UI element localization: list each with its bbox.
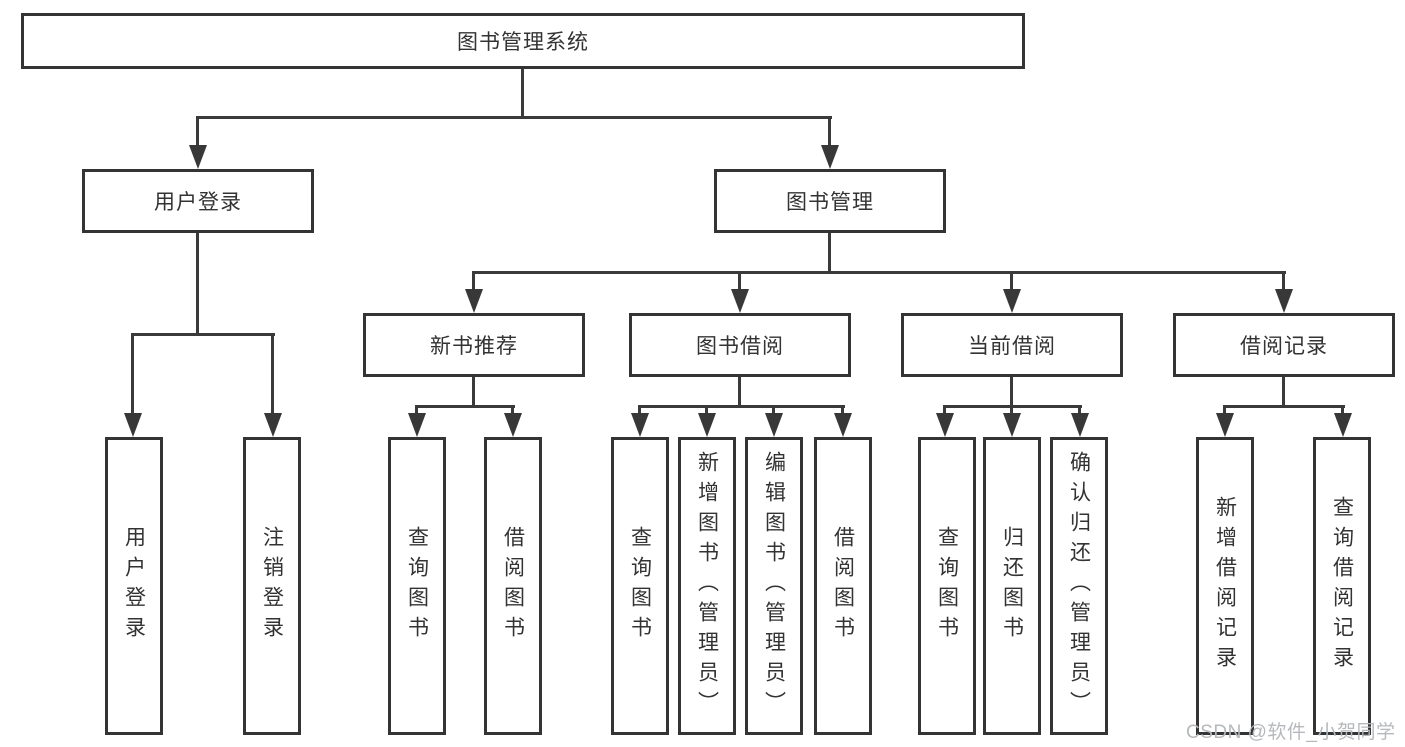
- arrowhead-down-icon: [1071, 413, 1089, 437]
- arrowhead-down-icon: [936, 413, 954, 437]
- leaf-add-book-admin-label: 新增图书（管理员）: [695, 451, 719, 721]
- arrowhead-down-icon: [124, 413, 142, 437]
- leaf-query-borrow-record: 查询借阅记录: [1313, 437, 1371, 735]
- leaf-edit-book-admin: 编辑图书（管理员）: [745, 437, 803, 735]
- arrowhead-down-icon: [189, 145, 207, 169]
- leaf-user-login-label: 用户登录: [122, 526, 146, 646]
- arrowhead-down-icon: [765, 413, 783, 437]
- connector-line: [415, 405, 515, 408]
- connector-line: [1282, 377, 1285, 407]
- node-book-borrowing: 图书借阅: [629, 313, 851, 377]
- connector-line: [511, 405, 514, 420]
- arrowhead-down-icon: [1003, 413, 1021, 437]
- connector-line: [521, 68, 524, 118]
- arrowhead-down-icon: [821, 145, 839, 169]
- connector-line: [131, 333, 134, 418]
- connector-line: [705, 405, 708, 420]
- leaf-query-books-borrowing: 查询图书: [611, 437, 669, 735]
- leaf-borrow-books-recommend: 借阅图书: [484, 437, 542, 735]
- node-book-management-label: 图书管理: [786, 191, 874, 214]
- connector-line: [1223, 405, 1226, 420]
- arrowhead-down-icon: [698, 413, 716, 437]
- arrowhead-down-icon: [1334, 413, 1352, 437]
- arrowhead-down-icon: [264, 413, 282, 437]
- leaf-borrow-books-borrowing-label: 借阅图书: [831, 526, 855, 646]
- leaf-add-book-admin: 新增图书（管理员）: [678, 437, 736, 735]
- arrowhead-down-icon: [1275, 289, 1293, 313]
- connector-line: [943, 405, 946, 420]
- connector-line: [738, 377, 741, 407]
- leaf-query-books-recommend: 查询图书: [388, 437, 446, 735]
- connector-line: [738, 271, 741, 291]
- connector-line: [131, 333, 275, 336]
- arrowhead-down-icon: [408, 413, 426, 437]
- leaf-user-login: 用户登录: [105, 437, 163, 735]
- arrowhead-down-icon: [504, 413, 522, 437]
- node-borrowing-records-label: 借阅记录: [1240, 335, 1328, 358]
- arrowhead-down-icon: [465, 289, 483, 313]
- leaf-logout: 注销登录: [243, 437, 301, 735]
- node-book-borrowing-label: 图书借阅: [696, 335, 784, 358]
- connector-line: [943, 405, 1082, 408]
- arrowhead-down-icon: [1003, 289, 1021, 313]
- connector-line: [196, 233, 199, 335]
- node-user-login: 用户登录: [82, 169, 314, 233]
- connector-line: [638, 405, 845, 408]
- connector-line: [638, 405, 641, 420]
- leaf-query-books-recommend-label: 查询图书: [405, 526, 429, 646]
- arrowhead-down-icon: [731, 289, 749, 313]
- connector-line: [828, 233, 831, 273]
- leaf-return-books-label: 归还图书: [1000, 526, 1024, 646]
- connector-line: [1341, 405, 1344, 420]
- connector-line: [415, 405, 418, 420]
- connector-line: [472, 377, 475, 407]
- arrowhead-down-icon: [631, 413, 649, 437]
- leaf-query-books-current-label: 查询图书: [935, 526, 959, 646]
- connector-line: [472, 271, 1286, 274]
- leaf-query-borrow-record-label: 查询借阅记录: [1330, 496, 1354, 676]
- connector-line: [271, 333, 274, 418]
- connector-line: [472, 271, 475, 291]
- connector-line: [1223, 405, 1345, 408]
- connector-line: [1010, 271, 1013, 291]
- node-new-book-recommend: 新书推荐: [363, 313, 585, 377]
- connector-line: [196, 116, 199, 151]
- node-root: 图书管理系统: [21, 13, 1025, 69]
- leaf-edit-book-admin-label: 编辑图书（管理员）: [762, 451, 786, 721]
- connector-line: [828, 116, 831, 151]
- node-root-label: 图书管理系统: [457, 31, 589, 54]
- connector-line: [1010, 377, 1013, 420]
- arrowhead-down-icon: [1216, 413, 1234, 437]
- connector-line: [1282, 271, 1285, 291]
- node-borrowing-records: 借阅记录: [1173, 313, 1395, 377]
- leaf-logout-label: 注销登录: [260, 526, 284, 646]
- connector-line: [196, 116, 832, 119]
- leaf-query-books-borrowing-label: 查询图书: [628, 526, 652, 646]
- leaf-query-books-current: 查询图书: [918, 437, 976, 735]
- leaf-add-borrow-record-label: 新增借阅记录: [1213, 496, 1237, 676]
- node-user-login-label: 用户登录: [154, 191, 242, 214]
- connector-line: [772, 405, 775, 420]
- node-new-book-recommend-label: 新书推荐: [430, 335, 518, 358]
- leaf-confirm-return-admin-label: 确认归还（管理员）: [1067, 451, 1091, 721]
- connector-line: [841, 405, 844, 420]
- connector-line: [1078, 405, 1081, 420]
- leaf-return-books: 归还图书: [983, 437, 1041, 735]
- arrowhead-down-icon: [834, 413, 852, 437]
- leaf-borrow-books-borrowing: 借阅图书: [814, 437, 872, 735]
- leaf-add-borrow-record: 新增借阅记录: [1196, 437, 1254, 735]
- leaf-borrow-books-recommend-label: 借阅图书: [501, 526, 525, 646]
- node-current-borrowing: 当前借阅: [901, 313, 1123, 377]
- csdn-watermark: CSDN @软件_小贺同学: [1186, 722, 1396, 743]
- node-current-borrowing-label: 当前借阅: [968, 335, 1056, 358]
- leaf-confirm-return-admin: 确认归还（管理员）: [1050, 437, 1108, 735]
- node-book-management: 图书管理: [714, 169, 946, 233]
